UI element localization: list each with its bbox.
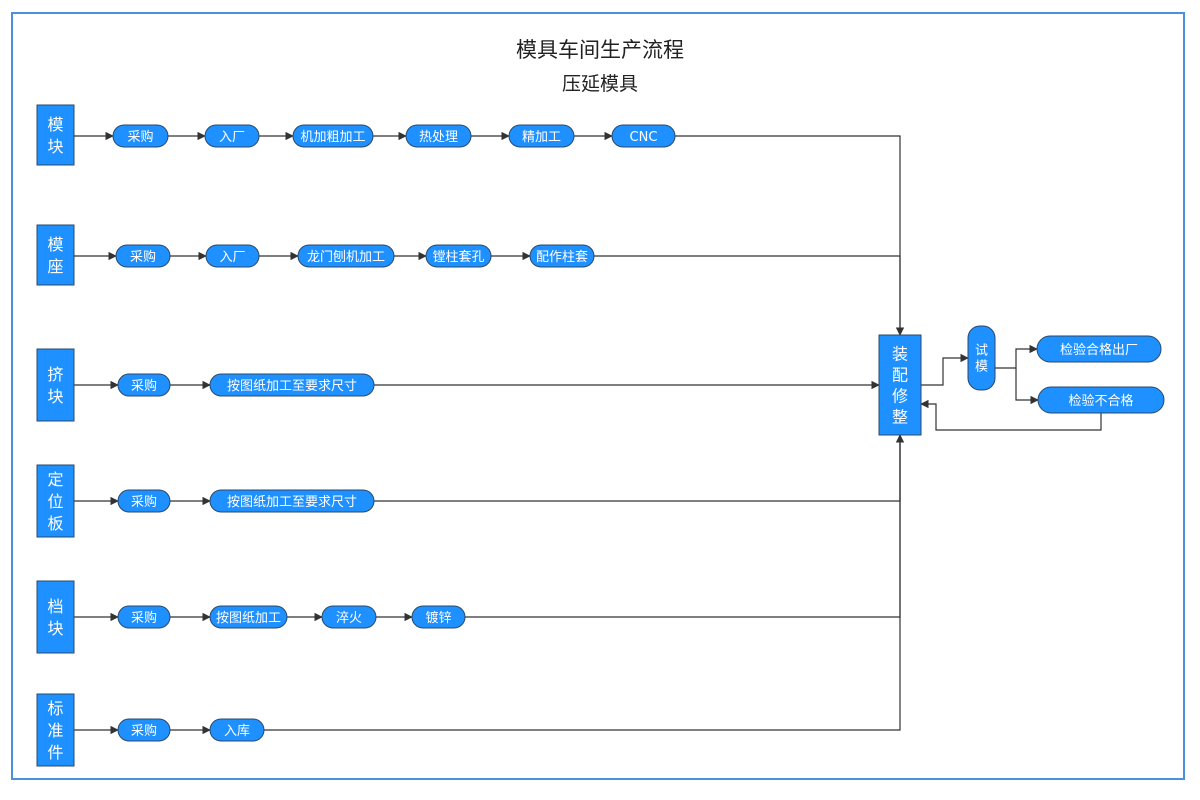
step-node-label: 采购 [130,249,156,265]
step-node: CNC [611,124,676,148]
step-node-label: 配作柱套 [536,249,588,265]
step-node: 龙门刨机加工 [297,244,395,268]
trial-box-char: 模 [975,359,988,374]
step-node-label: 按图纸加工至要求尺寸 [227,379,357,394]
category-box-4-char: 档 [47,597,63,616]
step-node-label: 机加粗加工 [300,130,365,145]
step-node: 采购 [112,124,169,148]
step-node: 机加粗加工 [292,124,374,148]
step-node-label: 按图纸加工 [216,611,281,626]
category-box-0-char: 模 [47,115,63,134]
to-pass-arrow [995,344,1038,369]
to-fail-arrow [1015,368,1039,405]
step-node: 镗柱套孔 [425,244,492,268]
step-node: 配作柱套 [529,244,595,268]
category-box-2-char: 挤 [47,365,63,384]
step-node-label: 镗柱套孔 [432,249,484,265]
category-box-4-char: 块 [47,619,63,638]
step-node: 镀锌 [411,605,466,629]
step-node: 入厂 [204,124,260,148]
step-node-label: 镀锌 [425,610,451,626]
category-box-0: 模块 [36,104,75,166]
step-node-label: 精加工 [522,130,561,145]
assembly-box-char: 修 [892,386,908,405]
step-node: 采购 [115,244,171,268]
step-node: 按图纸加工至要求尺寸 [209,373,375,397]
step-node: 入库 [209,718,265,742]
category-box-5-char: 件 [47,743,63,762]
to-assembly-arrow [675,135,905,336]
category-box-5-char: 标 [47,699,63,718]
assembly-box-char: 配 [892,365,908,384]
step-node: 淬火 [321,605,377,629]
step-node-label: 热处理 [419,130,458,145]
step-node-label: 采购 [127,129,153,145]
to-assembly-arrow [465,435,901,618]
step-node: 采购 [117,489,171,513]
step-node: 按图纸加工至要求尺寸 [209,489,375,513]
category-box-3: 定位板 [36,464,75,538]
to-assembly-arrow [374,434,905,502]
trial-box: 试模 [967,325,996,391]
to-trial-arrow [921,353,969,386]
category-box-5: 标准件 [36,693,75,767]
step-node: 采购 [117,605,171,629]
step-node: 采购 [117,718,171,742]
category-box-5-char: 准 [47,721,63,740]
category-box-1: 模座 [36,224,75,286]
category-box-3-char: 位 [47,492,63,511]
pass-node: 检验合格出厂 [1036,335,1162,363]
assembly-box-char: 装 [892,344,908,363]
step-node-label: 龙门刨机加工 [307,250,385,265]
category-box-3-char: 定 [47,470,63,489]
category-box-1-char: 模 [47,235,63,254]
rework-arrow [920,399,1102,431]
step-node: 精加工 [508,124,575,148]
diagram-title: 模具车间生产流程 [516,38,684,62]
step-node-label: 淬火 [336,611,362,626]
step-node-label: CNC [630,130,658,145]
category-box-2: 挤块 [36,348,75,422]
step-node-label: 采购 [131,494,157,510]
step-node: 采购 [117,373,171,397]
step-node-label: 采购 [131,610,157,626]
category-box-0-char: 块 [47,137,63,156]
category-box-2-char: 块 [47,387,63,406]
diagram-frame [11,12,1185,780]
step-node-label: 入厂 [219,250,245,265]
assembly-box-char: 整 [892,407,908,426]
step-node: 入厂 [205,244,260,268]
step-node: 按图纸加工 [209,605,288,629]
pass-node-label: 检验合格出厂 [1060,342,1138,358]
category-box-1-char: 座 [47,257,63,276]
category-box-4: 档块 [36,580,75,654]
category-box-3-char: 板 [47,514,63,533]
step-node-label: 采购 [131,723,157,739]
step-node-label: 入库 [224,723,250,739]
to-assembly-arrow [594,255,901,335]
diagram-subtitle: 压延模具 [561,73,638,95]
step-node-label: 按图纸加工至要求尺寸 [227,495,357,510]
step-node: 热处理 [405,124,472,148]
to-assembly-arrow [264,435,901,731]
step-node-label: 入厂 [219,130,245,145]
trial-box-char: 试 [975,343,988,358]
fail-node-label: 检验不合格 [1068,393,1133,409]
step-node-label: 采购 [131,378,157,394]
fail-node: 检验不合格 [1037,386,1165,414]
